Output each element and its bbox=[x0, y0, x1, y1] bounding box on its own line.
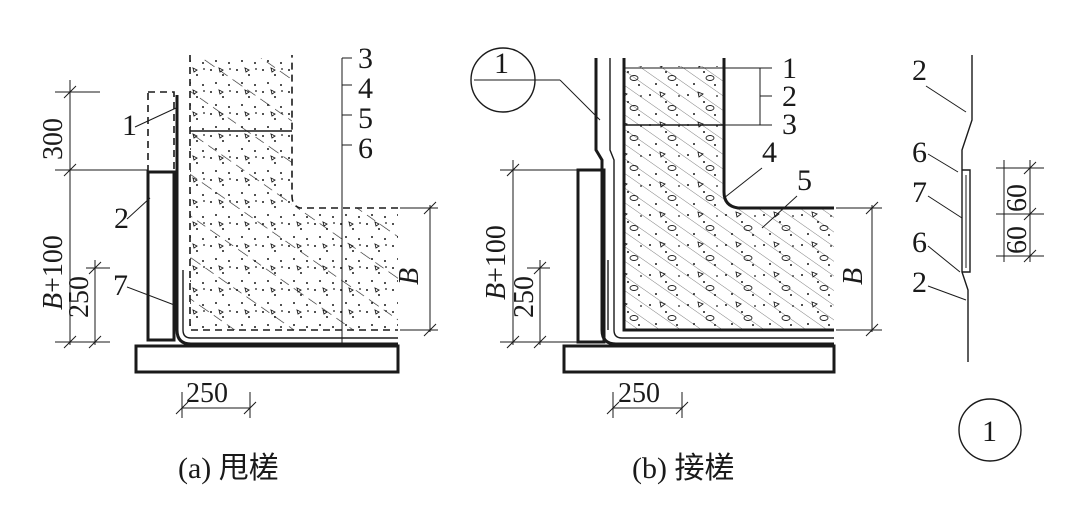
dim-b-a: B bbox=[394, 268, 425, 285]
dim-250h-b: 250 bbox=[618, 378, 660, 409]
brick-wall-a bbox=[146, 170, 176, 342]
caption-a: (a) 甩槎 bbox=[178, 452, 279, 485]
detail-callout-6-top: 6 bbox=[912, 136, 927, 169]
dim-250v-b: 250 bbox=[509, 276, 540, 318]
figure-b: 1 2 3 4 5 1 B+100 250 B bbox=[470, 47, 882, 485]
detail-dim-60-b: 60 bbox=[1002, 226, 1033, 254]
callout-3-b: 3 bbox=[782, 108, 797, 141]
callout-2-a: 2 bbox=[114, 202, 129, 235]
callout-1-a: 1 bbox=[122, 109, 137, 142]
callout-5-a: 5 bbox=[358, 102, 373, 135]
detail-circle-label: 1 bbox=[982, 415, 997, 448]
dim-b100-a: B+100 bbox=[38, 235, 69, 310]
detail-dim-60-a: 60 bbox=[1002, 184, 1033, 212]
detail-callout-2-bottom: 2 bbox=[912, 266, 927, 299]
detail-membrane bbox=[961, 55, 973, 362]
detail-callout-7: 7 bbox=[912, 176, 927, 209]
caption-b: (b) 接槎 bbox=[632, 452, 734, 485]
detail-callout-6-bottom: 6 bbox=[912, 226, 927, 259]
dim-b100-b: B+100 bbox=[481, 225, 512, 300]
dim-250h-a: 250 bbox=[186, 378, 228, 409]
base-slab-a bbox=[134, 344, 400, 374]
callout-1-b: 1 bbox=[782, 52, 797, 85]
figure-a: 3 4 5 6 1 2 7 300 B+100 250 B bbox=[38, 42, 438, 485]
detail-1: 2 6 7 6 2 60 60 1 bbox=[912, 54, 1044, 462]
callout-4-b: 4 bbox=[762, 136, 777, 169]
callout-2-b: 2 bbox=[782, 80, 797, 113]
detail-ref-number: 1 bbox=[494, 47, 509, 80]
membrane-b bbox=[594, 58, 834, 346]
dim-250v-a: 250 bbox=[64, 276, 95, 318]
callout-7-a: 7 bbox=[113, 269, 128, 302]
dim-300-a: 300 bbox=[38, 118, 69, 160]
callout-3-a: 3 bbox=[358, 42, 373, 75]
brick-wall-b bbox=[576, 168, 606, 344]
membrane-a bbox=[175, 95, 398, 346]
callout-4-a: 4 bbox=[358, 72, 373, 105]
callout-5-b: 5 bbox=[797, 164, 812, 197]
detail-callout-2-top: 2 bbox=[912, 54, 927, 87]
dim-b-b: B bbox=[838, 268, 869, 285]
callout-6-a: 6 bbox=[358, 132, 373, 165]
base-slab-b bbox=[562, 344, 836, 374]
detail-circle bbox=[958, 398, 1022, 462]
